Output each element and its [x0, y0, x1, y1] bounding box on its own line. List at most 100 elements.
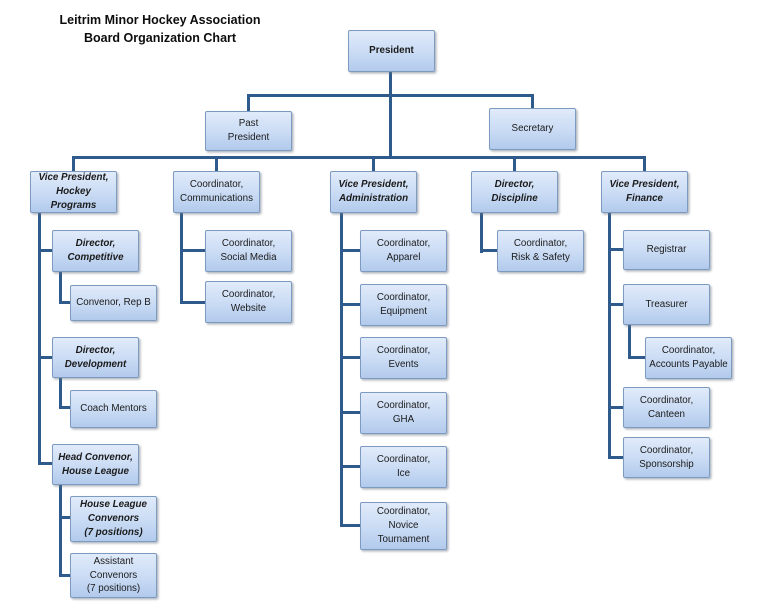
node-label-line: Past — [238, 118, 259, 130]
node-label-line: Coordinator, — [639, 394, 694, 406]
chart-title: Leitrim Minor Hockey Association Board O… — [30, 11, 290, 47]
connector-line — [340, 213, 343, 527]
node-label-line: Registrar — [646, 244, 687, 256]
node-label-line: Coordinator, — [221, 238, 276, 250]
connector-line — [340, 303, 361, 306]
connector-line — [72, 156, 646, 159]
node-coordinator-sponsorship: Coordinator, Sponsorship — [623, 437, 710, 478]
node-label-line: Development — [64, 358, 127, 370]
node-convenor-rep-b: Convenor, Rep B — [70, 285, 157, 321]
connector-line — [608, 406, 624, 409]
node-coordinator-accounts-payable: Coordinator, Accounts Payable — [645, 337, 732, 379]
node-coordinator-communications: Coordinator, Communications — [173, 171, 260, 213]
node-label-line: Equipment — [380, 306, 427, 317]
node-label-line: Apparel — [386, 252, 421, 263]
connector-line — [608, 213, 611, 459]
connector-line — [480, 213, 483, 253]
node-label-line: (7 positions) — [86, 583, 141, 595]
connector-line — [608, 456, 624, 459]
node-label-line: Director, — [75, 344, 116, 356]
node-head-convenor-house-league: Head Convenor, House League — [52, 444, 139, 485]
node-label-line: Vice President, — [38, 172, 109, 184]
node-label-line: Vice President, — [338, 179, 409, 191]
connector-line — [59, 485, 62, 577]
node-label-line: Communications — [180, 193, 253, 204]
node-label-line: Sponsorship — [639, 458, 694, 470]
node-secretary: Secretary — [489, 108, 576, 150]
node-coordinator-social-media: Coordinator,Social Media — [205, 230, 292, 272]
node-label-line: Convenors — [89, 569, 138, 581]
node-president: President — [348, 30, 435, 72]
node-label-line: Head Convenor, — [58, 451, 133, 463]
node-label-line: Events — [388, 359, 419, 370]
connector-line — [340, 411, 361, 414]
connector-line — [389, 72, 392, 159]
node-label-line: Convenor, Rep B — [76, 297, 151, 309]
connector-line — [59, 272, 62, 304]
connector-line — [180, 213, 183, 304]
node-label-line: Coordinator, — [376, 345, 431, 357]
node-label-line: Tournament — [377, 533, 430, 545]
connector-line — [628, 356, 646, 359]
connector-line — [608, 248, 624, 251]
node-label-line: Director, — [75, 238, 116, 250]
node-label-line: Canteen — [647, 408, 686, 420]
node-coordinator-canteen: Coordinator, Canteen — [623, 387, 710, 428]
connector-line — [643, 156, 646, 172]
node-label-line: Coordinator, — [661, 345, 716, 357]
node-label-line: Website — [230, 303, 267, 314]
connector-line — [480, 249, 498, 252]
node-label-line: Secretary — [511, 123, 554, 135]
node-label-line: Vice President, — [609, 179, 680, 191]
chart-title-line2: Board Organization Chart — [83, 31, 237, 46]
node-coordinator-risk-safety: Coordinator,Risk & Safety — [497, 230, 584, 272]
connector-line — [372, 156, 375, 172]
node-label-line: Director, — [494, 179, 535, 191]
connector-line — [215, 156, 218, 172]
node-registrar: Registrar — [623, 230, 710, 270]
node-coordinator-website: Coordinator, Website — [205, 281, 292, 323]
node-label-line: Competitive — [67, 252, 124, 263]
node-label-line: Coordinator, — [189, 179, 244, 191]
node-coordinator-ice: Coordinator,Ice — [360, 446, 447, 488]
node-label-line: Finance — [625, 193, 664, 204]
node-label-line: Coordinator, — [376, 400, 431, 412]
connector-line — [72, 156, 75, 172]
node-vp-hockey-programs: Vice President, Hockey Programs — [30, 171, 117, 213]
connector-line — [340, 356, 361, 359]
node-label-line: Ice — [396, 468, 411, 479]
connector-line — [247, 94, 534, 97]
connector-line — [180, 301, 206, 304]
node-label-line: House League — [62, 465, 129, 477]
node-label-line: Hockey Programs — [50, 186, 97, 211]
node-coordinator-gha: Coordinator,GHA — [360, 392, 447, 434]
node-director-competitive: Director, Competitive — [52, 230, 139, 272]
node-director-development: Director, Development — [52, 337, 139, 378]
node-coordinator-events: Coordinator, Events — [360, 337, 447, 379]
node-label-line: Accounts Payable — [649, 359, 728, 370]
node-treasurer: Treasurer — [623, 284, 710, 325]
node-label-line: Coordinator, — [221, 289, 276, 301]
node-coordinator-apparel: Coordinator, Apparel — [360, 230, 447, 272]
node-label-line: Coordinator, — [376, 238, 431, 250]
node-vp-administration: Vice President,Administration — [330, 171, 417, 213]
connector-line — [59, 574, 71, 577]
connector-line — [340, 524, 361, 527]
connector-line — [59, 406, 71, 409]
node-label-line: Coordinator, — [376, 292, 431, 304]
connector-line — [59, 378, 62, 409]
connector-line — [340, 249, 361, 252]
node-label-line: Novice — [388, 520, 419, 532]
node-label-line: Discipline — [491, 193, 538, 204]
chart-title-line1: Leitrim Minor Hockey Association — [59, 13, 261, 27]
node-label-line: Convenors — [87, 513, 140, 525]
node-director-discipline: Director, Discipline — [471, 171, 558, 213]
connector-line — [38, 356, 53, 359]
node-label-line: Coordinator, — [513, 238, 568, 250]
node-label-line: Coordinator, — [639, 444, 694, 456]
node-label-line: President — [369, 45, 414, 57]
node-coordinator-equipment: Coordinator, Equipment — [360, 284, 447, 326]
